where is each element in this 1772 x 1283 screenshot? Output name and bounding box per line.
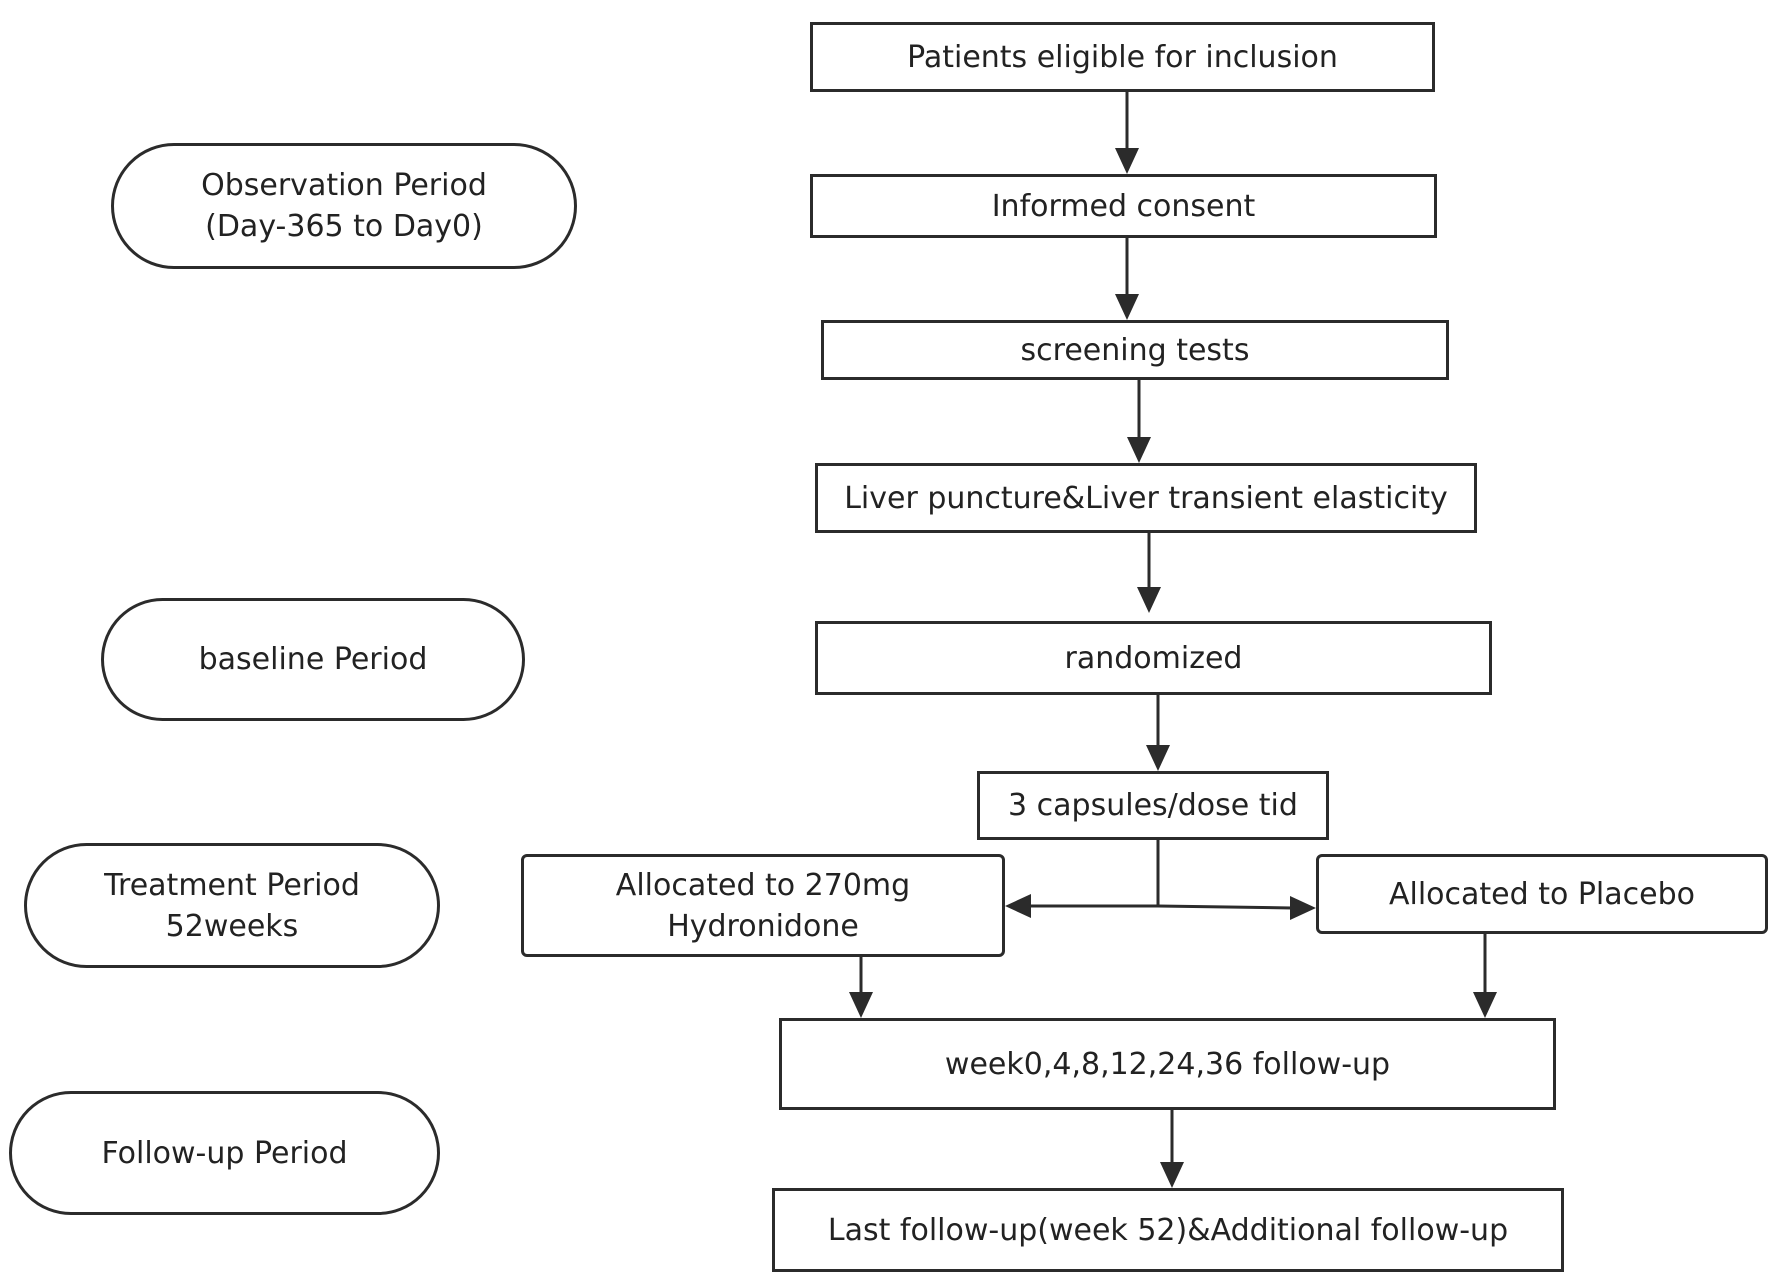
dosing-box: 3 capsules/dose tid: [977, 771, 1329, 840]
arrowhead-down-icon: [1115, 148, 1139, 174]
randomized-label: randomized: [1064, 640, 1243, 676]
last-followup-box: Last follow-up(week 52)&Additional follo…: [772, 1188, 1564, 1272]
arrowhead-down-icon: [1115, 294, 1139, 320]
liver-puncture-label: Liver puncture&Liver transient elasticit…: [844, 480, 1448, 516]
liver-puncture-box: Liver puncture&Liver transient elasticit…: [815, 463, 1477, 533]
randomized-box: randomized: [815, 621, 1492, 695]
arrowhead-down-icon: [1160, 1162, 1184, 1188]
followup-period-label: Follow-up Period: [101, 1135, 348, 1171]
hydronidone-arm-label: Allocated to 270mg Hydronidone: [615, 867, 911, 944]
informed-consent-label: Informed consent: [991, 188, 1256, 224]
treatment-period-pill: Treatment Period 52weeks: [24, 843, 440, 968]
last-followup-label: Last follow-up(week 52)&Additional follo…: [827, 1212, 1509, 1248]
arrowhead-down-icon: [1137, 587, 1161, 613]
placebo-arm-box: Allocated to Placebo: [1316, 854, 1768, 934]
hydronidone-arm-box: Allocated to 270mg Hydronidone: [521, 854, 1005, 957]
patients-eligible-box: Patients eligible for inclusion: [810, 22, 1435, 92]
arrowhead-left-icon: [1005, 894, 1031, 918]
dosing-label: 3 capsules/dose tid: [1008, 788, 1298, 823]
informed-consent-box: Informed consent: [810, 174, 1437, 238]
baseline-period-label: baseline Period: [198, 642, 428, 677]
arrowhead-down-icon: [1146, 745, 1170, 771]
connector-branch-placebo: [1157, 904, 1293, 910]
baseline-period-pill: baseline Period: [101, 598, 525, 721]
placebo-arm-label: Allocated to Placebo: [1388, 876, 1696, 912]
observation-period-pill: Observation Period (Day-365 to Day0): [111, 143, 577, 269]
followup-period-pill: Follow-up Period: [9, 1091, 440, 1215]
arrowhead-right-icon: [1290, 896, 1316, 920]
arrowhead-down-icon: [849, 992, 873, 1018]
patients-eligible-label: Patients eligible for inclusion: [907, 39, 1338, 75]
week-followup-label: week0,4,8,12,24,36 follow-up: [944, 1046, 1391, 1082]
treatment-period-label: Treatment Period 52weeks: [104, 867, 360, 944]
screening-tests-label: screening tests: [1020, 332, 1250, 368]
arrowhead-down-icon: [1127, 437, 1151, 463]
week-followup-box: week0,4,8,12,24,36 follow-up: [779, 1018, 1556, 1110]
arrowhead-down-icon: [1473, 992, 1497, 1018]
observation-period-label: Observation Period (Day-365 to Day0): [201, 168, 487, 244]
screening-tests-box: screening tests: [821, 320, 1449, 380]
